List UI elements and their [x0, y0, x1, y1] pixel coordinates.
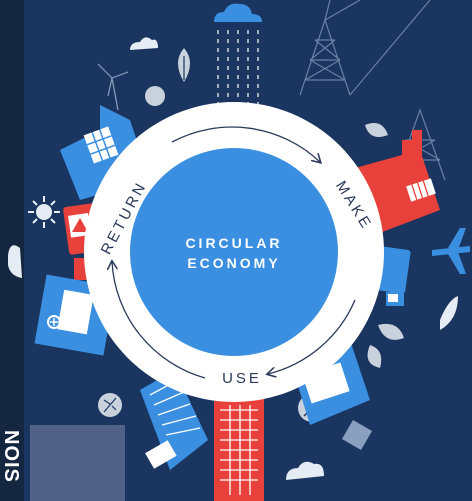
rain-cloud-icon: [214, 4, 262, 110]
center-title-line1: CIRCULAR: [185, 235, 282, 251]
leaf-icon: [378, 324, 404, 340]
wind-turbine-icon: [98, 64, 128, 110]
leaf-icon: [178, 48, 190, 82]
red-skyscraper-icon: [214, 395, 264, 501]
cloud-icon: [286, 462, 324, 480]
leaf-icon: [440, 296, 458, 330]
cloud-icon: [130, 37, 158, 50]
leaf-icon: [368, 345, 382, 368]
airplane-icon: [432, 228, 470, 274]
leaf-icon: [145, 86, 165, 106]
center-circle: [130, 148, 338, 356]
sun-icon: [28, 196, 60, 228]
leaf-icon: [98, 393, 122, 417]
center-title-line2: ECONOMY: [187, 255, 280, 271]
cloud-icon: [8, 245, 22, 278]
stage-label-use: USE: [222, 370, 262, 387]
leaf-icon: [365, 123, 388, 137]
